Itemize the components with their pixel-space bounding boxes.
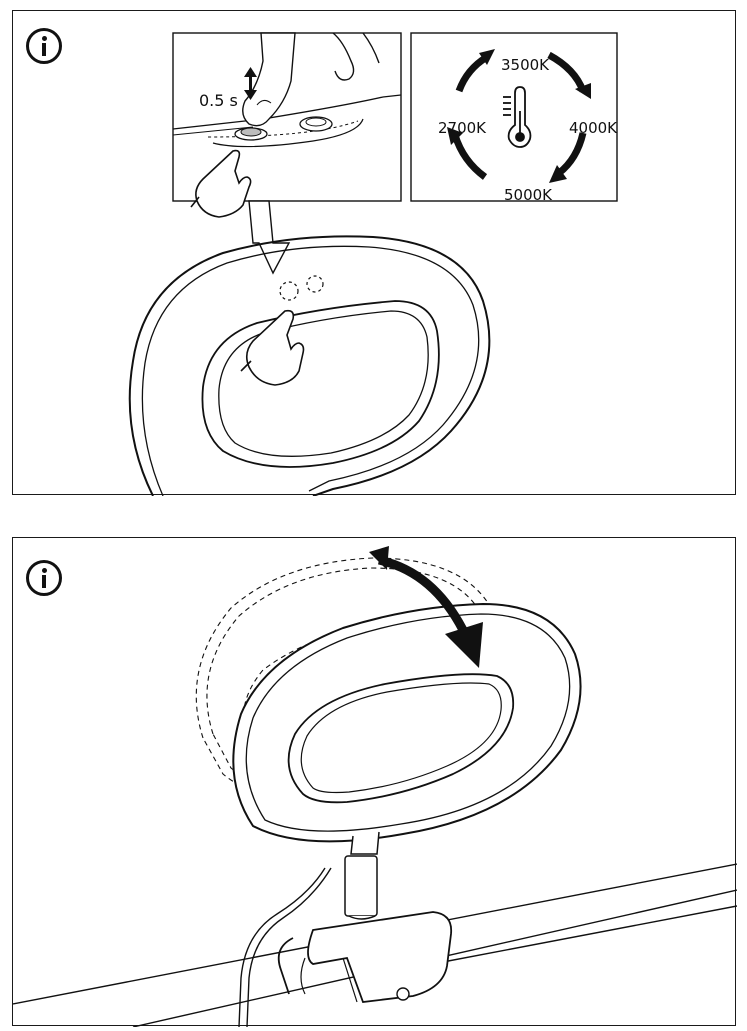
color-temperature-inset [410,32,618,202]
lamp-head [232,602,582,843]
step-1-illustration [128,32,618,496]
info-icon [26,28,62,64]
temp-4000-label: 4000K [569,119,618,137]
shelf-clamp [277,911,453,1003]
temp-5000-label: 5000K [504,186,553,204]
curved-tilt-arrow-icon [369,546,483,668]
pressing-finger [242,32,380,127]
hand-pointer-icon [190,149,252,218]
hand-pointer-icon [240,309,305,386]
pointer-arrow [248,200,291,275]
dim-button [299,116,333,132]
power-button [234,127,268,141]
thermometer-icon [503,86,532,148]
power-cable [238,867,332,1027]
lamp-buttons-outline [279,275,324,301]
lamp-head [128,235,491,496]
temp-3500-label: 3500K [501,56,550,74]
double-arrow-icon [244,67,257,100]
temp-2700-label: 2700K [438,119,487,137]
lamp-arm [344,831,380,920]
step-2-panel [12,537,737,1027]
step-2-illustration [13,546,737,1027]
press-duration-label: 0.5 s [199,91,238,110]
info-icon [26,560,62,596]
step-1-panel: 0.5 s 3500K 4000K 5000K 2700K [12,10,736,496]
